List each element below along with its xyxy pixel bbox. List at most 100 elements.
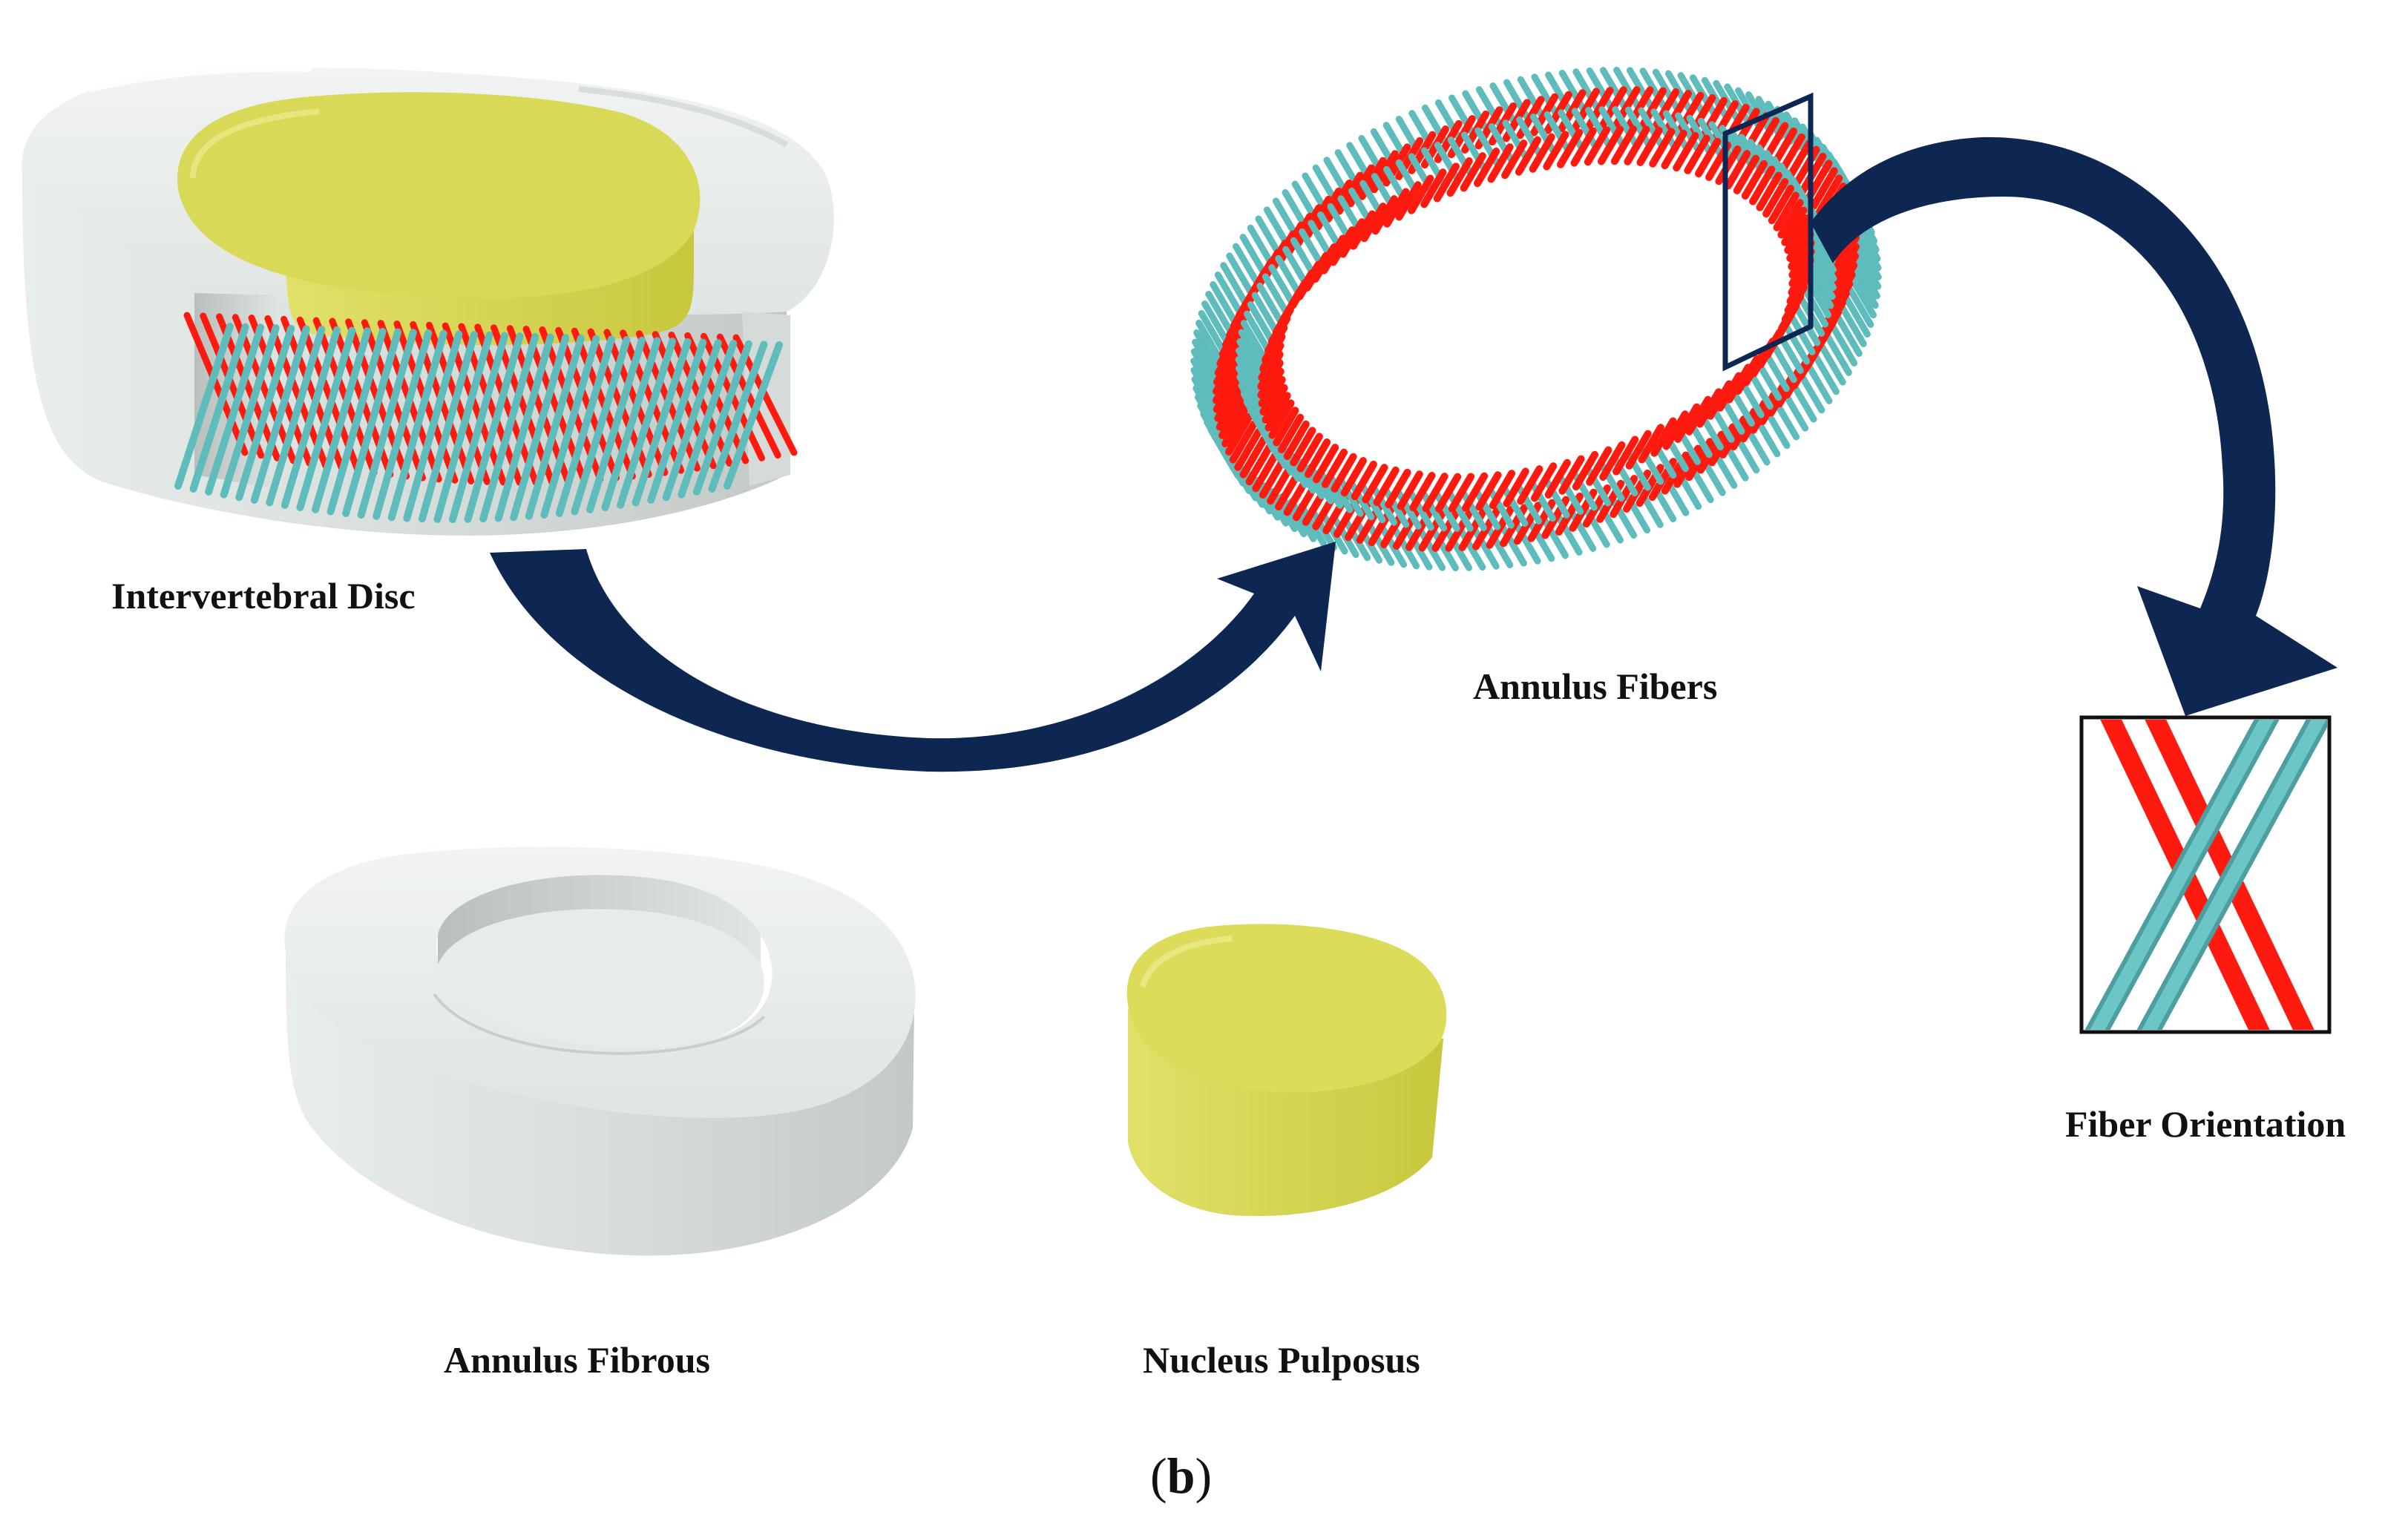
ring-fiber-red <box>1283 420 1310 460</box>
ring-fiber-red <box>1216 387 1244 431</box>
ring-fiber-red <box>1434 473 1462 513</box>
ring-fiber-red <box>1340 457 1367 497</box>
ring-fiber-red <box>1599 441 1626 481</box>
ring-fiber-cyan <box>1205 290 1234 335</box>
ring-fiber-red <box>1756 171 1782 211</box>
ring-fiber-cyan <box>1192 338 1221 384</box>
ring-fiber-cyan <box>1191 375 1220 421</box>
ring-fiber-cyan <box>1316 468 1344 509</box>
disc-fiber-cyan <box>220 324 280 499</box>
ring-fiber-cyan <box>1845 283 1874 329</box>
ring-fiber-red <box>1530 462 1558 502</box>
ring-fiber-red <box>1234 427 1263 471</box>
ring-fiber-red <box>1213 369 1241 413</box>
ring-fiber-red <box>1320 234 1347 275</box>
ring-fiber-cyan <box>1817 341 1846 386</box>
ring-fiber-red <box>1831 243 1860 286</box>
ring-fiber-cyan <box>1708 121 1735 162</box>
intervertebral-disc-model <box>22 64 834 536</box>
ring-fiber-red <box>1544 458 1571 499</box>
ring-fiber-red <box>1501 139 1528 180</box>
panel-label: (b) <box>1150 1447 1213 1504</box>
ring-fiber-red <box>1610 125 1638 165</box>
ring-fiber-cyan <box>1192 384 1221 430</box>
label-annulus-fibrous: Annulus Fibrous <box>444 1339 710 1381</box>
disc-fiber-red <box>232 314 297 464</box>
ring-fiber-cyan <box>1201 300 1230 345</box>
annulus-fibrous-model <box>284 847 916 1256</box>
disc-fiber-red <box>491 324 556 485</box>
ring-fiber-cyan <box>1664 70 1694 115</box>
ring-fiber-cyan <box>1626 67 1656 111</box>
ring-fiber-cyan <box>1554 511 1583 556</box>
ring-fiber-red <box>1258 367 1285 407</box>
ring-fiber-red <box>1221 404 1250 448</box>
ring-fiber-red <box>1349 210 1377 250</box>
ring-fiber-cyan <box>1247 224 1276 269</box>
ring-fiber-cyan <box>1531 73 1560 118</box>
ring-fiber-cyan <box>1517 76 1546 121</box>
ring-fiber-red <box>1395 181 1422 221</box>
ring-fiber-cyan <box>1457 526 1486 571</box>
ring-fiber-red <box>1296 433 1323 473</box>
ring-fiber-cyan <box>1823 332 1852 376</box>
curved-arrow-icon <box>490 542 1336 772</box>
ring-fiber-cyan <box>1235 356 1262 397</box>
ring-fiber-cyan <box>1238 329 1265 370</box>
ring-fiber-cyan <box>1804 360 1833 404</box>
ring-fiber-cyan <box>1755 96 1784 140</box>
ring-fiber-cyan <box>1198 309 1227 355</box>
disc-fiber-cyan <box>205 323 265 496</box>
disc-fiber-block <box>174 312 798 523</box>
ring-fiber-cyan <box>1298 502 1327 547</box>
ring-fiber-red <box>1517 465 1543 505</box>
disc-fiber-cyan <box>494 333 554 522</box>
ring-fiber-red <box>1674 403 1701 443</box>
disc-fiber-cyan <box>601 337 661 511</box>
ring-fiber-red <box>1786 222 1813 263</box>
ring-fiber-red <box>1461 472 1489 512</box>
ring-fiber-cyan <box>1247 301 1274 342</box>
ring-fiber-red <box>1503 467 1529 507</box>
ring-fiber-red <box>1684 134 1710 174</box>
ring-fiber-cyan <box>1256 283 1283 323</box>
ring-fiber-red <box>1706 380 1733 420</box>
ring-fiber-red <box>1781 206 1808 246</box>
ring-fiber-cyan <box>1850 264 1879 309</box>
disc-fiber-red <box>200 312 265 459</box>
ring-fiber-cyan <box>1777 333 1804 374</box>
ring-fiber-red <box>1383 188 1410 228</box>
ring-fiber-red <box>1570 127 1597 167</box>
ring-fiber-cyan <box>1288 498 1317 542</box>
ring-fiber-cyan <box>1808 259 1836 300</box>
label-fiber-orientation: Fiber Orientation <box>2065 1103 2346 1145</box>
ring-fiber-red <box>1329 226 1356 266</box>
ring-fiber-red <box>1636 126 1663 166</box>
ring-fiber-cyan <box>1190 348 1220 392</box>
ring-fiber-cyan <box>1275 254 1302 296</box>
ring-fiber-cyan <box>1838 303 1867 348</box>
ring-fiber-cyan <box>1430 527 1459 571</box>
ring-fiber-cyan <box>1210 281 1239 326</box>
disc-fiber-cyan <box>250 325 310 504</box>
ring-fiber-red <box>1556 128 1584 168</box>
ring-fiber-cyan <box>1755 360 1782 401</box>
ring-fiber-red <box>1448 473 1475 513</box>
disc-fiber-cyan <box>555 335 615 517</box>
ring-fiber-red <box>1373 466 1400 507</box>
ring-fiber-cyan <box>1512 520 1541 565</box>
ring-fiber-cyan <box>1337 476 1364 517</box>
ring-fiber-red <box>1304 438 1331 479</box>
disc-fiber-cyan <box>342 328 402 517</box>
ring-fiber-red <box>1360 203 1387 243</box>
ring-fiber-red <box>1584 126 1611 166</box>
ring-fiber-red <box>1409 472 1436 512</box>
ring-fiber-cyan <box>1771 342 1797 384</box>
disc-fiber-cyan <box>235 324 295 502</box>
disc-fiber-cyan <box>373 329 433 520</box>
ring-fiber-cyan <box>1226 252 1255 297</box>
ring-fiber-cyan <box>1308 507 1338 551</box>
ring-fiber-red <box>1773 191 1800 231</box>
ring-fiber-red <box>1225 412 1254 456</box>
